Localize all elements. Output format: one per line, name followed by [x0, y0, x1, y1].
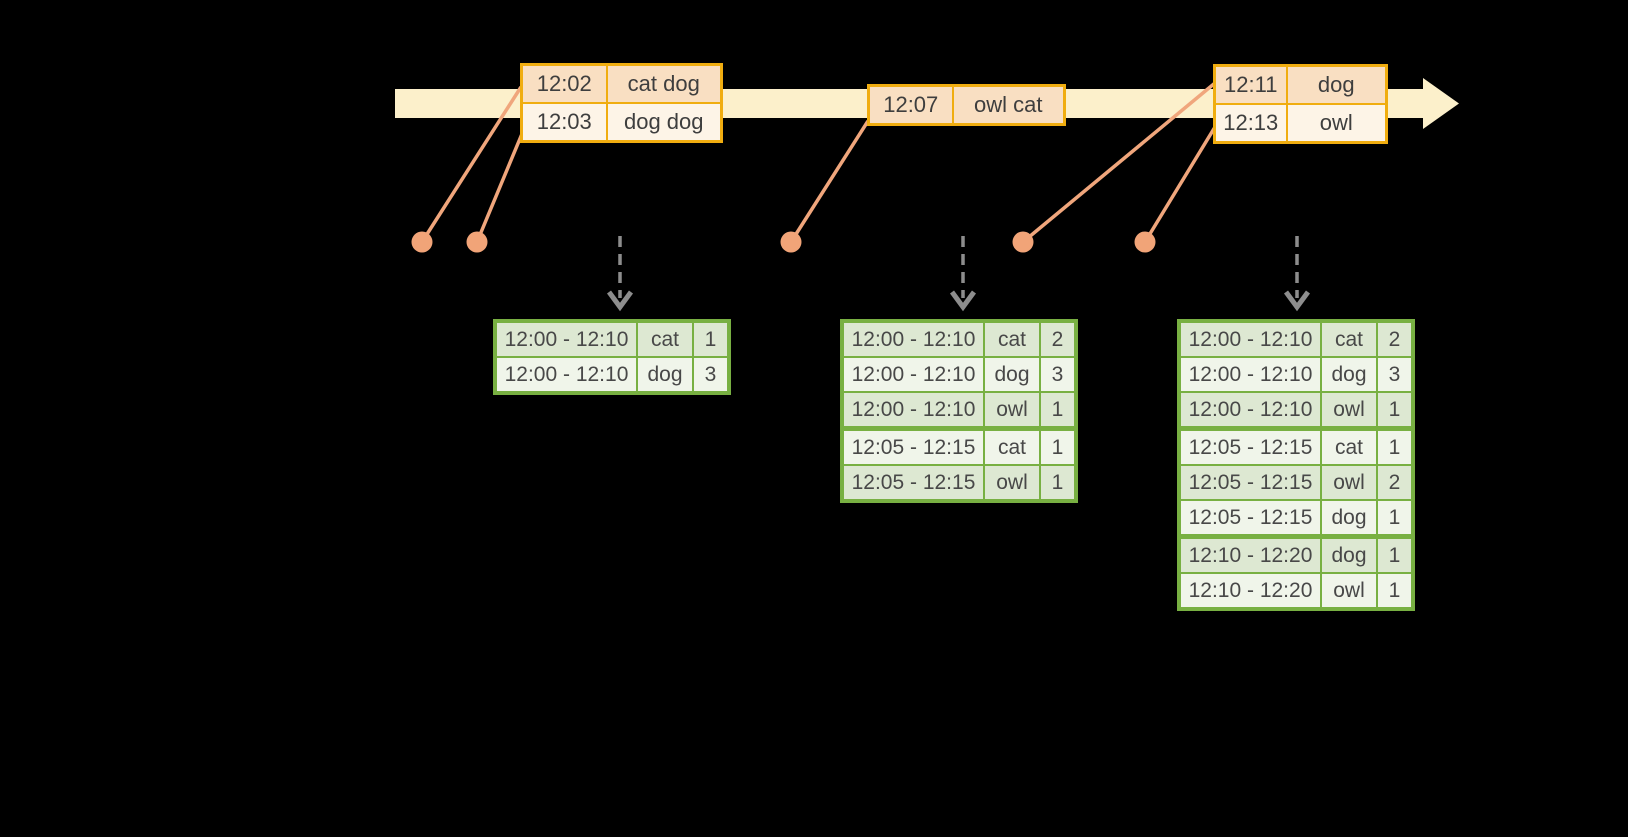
window-cell: 12:05 - 12:15: [1178, 464, 1322, 501]
words-cell: dog dog: [605, 102, 723, 143]
record-dot: [780, 231, 802, 253]
window-cell: 12:05 - 12:15: [841, 426, 985, 466]
count-cell: 1: [1376, 391, 1414, 430]
connector-line: [475, 128, 526, 243]
window-cell: 12:10 - 12:20: [1178, 534, 1322, 574]
arrow-down-icon: [949, 290, 977, 312]
time-cell: 12:02: [520, 63, 608, 104]
word-cell: cat: [636, 320, 694, 358]
count-cell: 3: [1039, 356, 1077, 393]
word-cell: owl: [1320, 391, 1378, 430]
count-cell: 3: [692, 356, 730, 394]
arrow-down-icon: [1283, 290, 1311, 312]
time-cell: 12:03: [520, 102, 608, 143]
window-cell: 12:05 - 12:15: [841, 464, 985, 502]
record-dot: [1134, 231, 1156, 253]
words-cell: cat dog: [605, 63, 723, 104]
count-cell: 1: [1039, 391, 1077, 430]
count-cell: 2: [1376, 464, 1414, 501]
word-cell: owl: [983, 391, 1041, 430]
words-cell: dog: [1285, 64, 1388, 105]
count-cell: 2: [1376, 320, 1414, 358]
window-cell: 12:05 - 12:15: [1178, 426, 1322, 466]
count-cell: 3: [1376, 356, 1414, 393]
count-cell: 2: [1039, 320, 1077, 358]
record-dot: [1012, 231, 1034, 253]
window-cell: 12:00 - 12:10: [841, 391, 985, 430]
event-connectors: [420, 81, 1217, 244]
window-cell: 12:00 - 12:10: [494, 320, 638, 358]
word-cell: cat: [1320, 320, 1378, 358]
time-cell: 12:07: [867, 84, 954, 126]
words-cell: owl: [1285, 103, 1388, 144]
time-cell: 12:11: [1213, 64, 1288, 105]
window-cell: 12:05 - 12:15: [1178, 499, 1322, 538]
connector-line: [1021, 81, 1217, 244]
window-cell: 12:00 - 12:10: [841, 356, 985, 393]
count-cell: 1: [1376, 499, 1414, 538]
count-cell: 1: [1376, 534, 1414, 574]
window-cell: 12:00 - 12:10: [1178, 320, 1322, 358]
word-cell: dog: [1320, 356, 1378, 393]
record-dot: [411, 231, 433, 253]
connector-line: [1143, 126, 1217, 243]
connector-line: [420, 86, 523, 243]
window-cell: 12:00 - 12:10: [1178, 391, 1322, 430]
window-cell: 12:10 - 12:20: [1178, 572, 1322, 610]
count-cell: 1: [1376, 572, 1414, 610]
window-cell: 12:00 - 12:10: [1178, 356, 1322, 393]
words-cell: owl cat: [951, 84, 1066, 126]
arrow-down-icon: [606, 290, 634, 312]
connector-line: [789, 120, 870, 243]
word-cell: cat: [983, 426, 1041, 466]
window-cell: 12:00 - 12:10: [494, 356, 638, 394]
word-cell: cat: [1320, 426, 1378, 466]
word-cell: dog: [1320, 534, 1378, 574]
word-cell: owl: [1320, 464, 1378, 501]
word-cell: dog: [983, 356, 1041, 393]
word-cell: cat: [983, 320, 1041, 358]
input-dots: [411, 231, 1156, 253]
count-cell: 1: [1376, 426, 1414, 466]
count-cell: 1: [1039, 464, 1077, 502]
count-cell: 1: [692, 320, 730, 358]
word-cell: dog: [1320, 499, 1378, 538]
word-cell: dog: [636, 356, 694, 394]
window-cell: 12:00 - 12:10: [841, 320, 985, 358]
timeline-arrowhead-icon: [1423, 78, 1459, 129]
trigger-arrows: [606, 236, 1311, 312]
record-dot: [466, 231, 488, 253]
word-cell: owl: [1320, 572, 1378, 610]
count-cell: 1: [1039, 426, 1077, 466]
time-cell: 12:13: [1213, 103, 1288, 144]
word-cell: owl: [983, 464, 1041, 502]
